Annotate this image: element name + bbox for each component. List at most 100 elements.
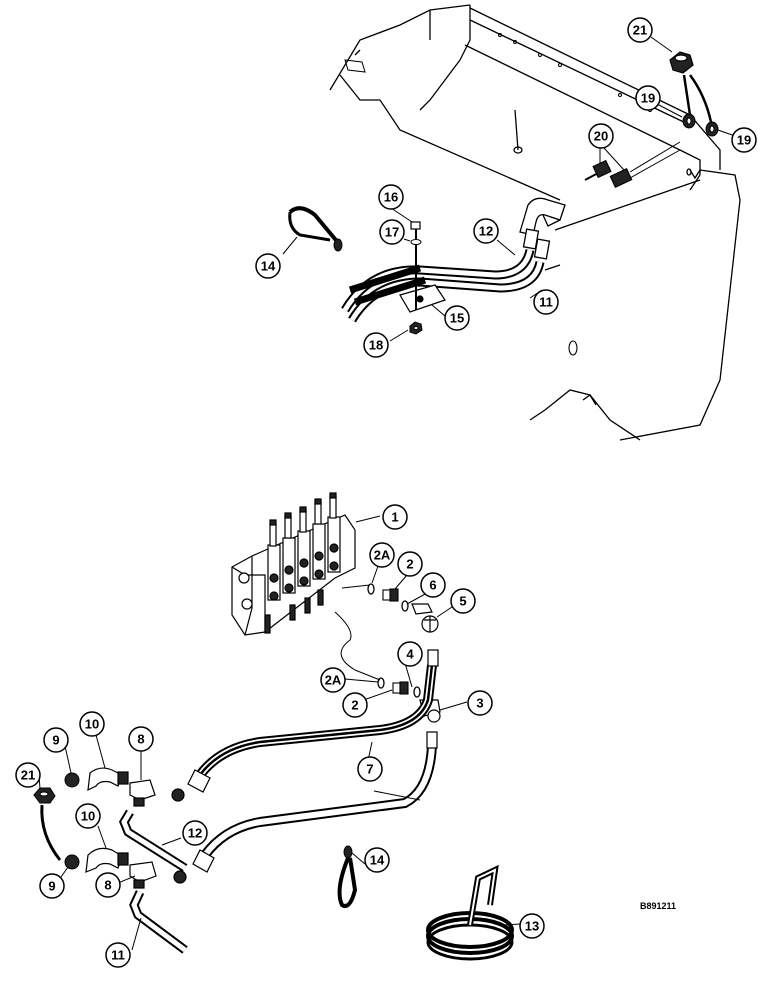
callout-circle	[182, 820, 208, 846]
nut-18	[409, 321, 423, 335]
tube-11-bottom	[129, 890, 188, 954]
callout-circle	[15, 762, 41, 788]
callout-circle	[588, 123, 614, 149]
callout-circle	[357, 756, 383, 782]
callout-circle	[39, 873, 65, 899]
nut-21-bottom-wire	[40, 804, 62, 861]
loader-frame	[329, 4, 741, 441]
callout-8-a: 8	[137, 732, 144, 747]
callout-circle	[397, 641, 423, 667]
washer-19a	[682, 113, 696, 129]
callout-circle	[627, 17, 653, 43]
callout-circle	[255, 253, 281, 279]
callout-circle	[369, 542, 395, 568]
adapter-2a	[382, 588, 399, 602]
callout-5: 5	[459, 594, 466, 609]
nut-21-bottom	[33, 787, 56, 804]
callout-circle	[364, 847, 390, 873]
adapter-8-lower	[129, 861, 157, 889]
tee-fitting-5	[411, 603, 439, 633]
callout-circle	[378, 184, 404, 210]
callout-8-b: 8	[104, 878, 111, 893]
leader-lines	[38, 36, 736, 951]
cap-9-upper	[64, 772, 80, 788]
hoses-7	[195, 664, 437, 859]
callout-circle	[731, 127, 757, 153]
nut-bracket-line	[682, 74, 713, 123]
callout-11-top: 11	[539, 295, 553, 310]
callout-2a-a: 2A	[374, 548, 391, 563]
hoses-11-12-top	[341, 248, 545, 323]
strap-14-bottom	[337, 845, 358, 908]
callout-1: 1	[391, 510, 398, 525]
callout-circle	[128, 726, 154, 752]
callout-19-b: 19	[737, 133, 751, 148]
callout-circle	[363, 332, 389, 358]
callout-15: 15	[450, 311, 464, 326]
fitting-20	[584, 141, 681, 188]
clamp-15	[399, 284, 446, 313]
adapter-2b	[392, 681, 409, 695]
callout-circle	[533, 289, 559, 315]
callout-9-a: 9	[52, 733, 59, 748]
callout-14-bottom: 14	[370, 853, 385, 868]
adapter-8-upper	[129, 779, 156, 807]
washer-17	[410, 239, 422, 245]
callout-circle	[43, 727, 69, 753]
callout-circle	[105, 942, 131, 968]
callout-21-bottom: 21	[21, 768, 35, 783]
callout-circle	[320, 667, 346, 693]
valve-port-line	[334, 584, 381, 681]
callout-circle	[444, 305, 470, 331]
strap-14-top	[288, 206, 343, 252]
callout-circle	[379, 219, 405, 245]
callout-17: 17	[385, 225, 399, 240]
callout-7: 7	[366, 762, 373, 777]
o-ring-2a-b	[377, 677, 385, 689]
callout-circle	[382, 504, 408, 530]
nut-21-top	[669, 51, 694, 74]
callout-circle	[519, 913, 545, 939]
o-ring-4	[413, 686, 421, 698]
callout-9-b: 9	[48, 879, 55, 894]
callouts	[15, 17, 757, 968]
callout-18: 18	[369, 338, 383, 353]
callout-13: 13	[525, 919, 539, 934]
callout-16: 16	[384, 190, 398, 205]
callout-circle	[342, 692, 368, 718]
o-ring-2a-a	[367, 583, 375, 595]
elbow-fittings-top	[519, 197, 566, 260]
callout-10-a: 10	[85, 717, 99, 732]
elbow-10-upper	[87, 767, 129, 792]
washer-19b	[705, 121, 719, 137]
callout-4: 4	[406, 647, 414, 662]
drawing-code: B891211	[640, 901, 676, 911]
callout-circle	[397, 551, 423, 577]
callout-2-b: 2	[351, 698, 358, 713]
callout-circle	[467, 690, 493, 716]
callout-14-top: 14	[261, 259, 276, 274]
callout-circle	[450, 588, 476, 614]
control-valve-1	[231, 492, 356, 636]
callout-12-top: 12	[479, 224, 493, 239]
callout-19-a: 19	[641, 91, 655, 106]
callout-circle	[473, 218, 499, 244]
hose-ends-7	[171, 649, 439, 884]
callout-circle	[95, 872, 121, 898]
tube-12-bottom	[118, 809, 188, 872]
callout-circle	[635, 85, 661, 111]
callout-circle	[75, 803, 101, 829]
callout-2a-b: 2A	[325, 673, 342, 688]
callout-20: 20	[594, 129, 608, 144]
callout-3: 3	[476, 696, 483, 711]
callout-11-bottom: 11	[111, 948, 125, 963]
callout-21-top: 21	[633, 23, 647, 38]
o-ring-6	[401, 600, 409, 612]
callout-circle	[79, 711, 105, 737]
cap-9-lower	[64, 854, 80, 870]
callout-circle	[420, 572, 446, 598]
coiled-tube-13	[426, 864, 514, 961]
callout-6: 6	[429, 578, 436, 593]
callout-12-bottom: 12	[188, 826, 202, 841]
